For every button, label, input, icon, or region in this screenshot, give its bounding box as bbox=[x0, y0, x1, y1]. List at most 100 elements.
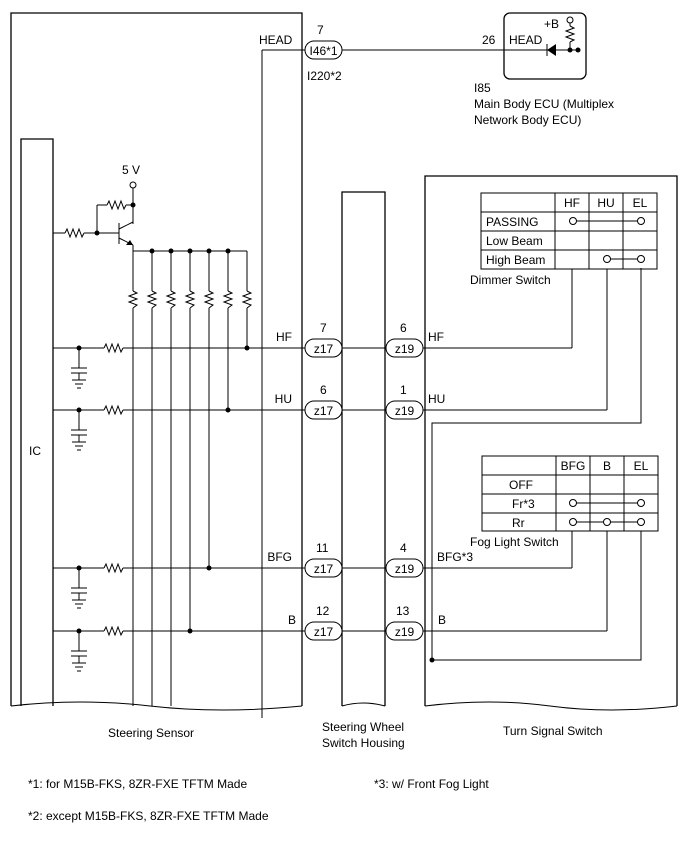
dimmer-col-header: HU bbox=[597, 196, 614, 210]
connector-z17 bbox=[304, 558, 343, 578]
ecu-box bbox=[503, 12, 587, 80]
fog-col-header: EL bbox=[634, 459, 649, 473]
signal-right-label: BFG*3 bbox=[437, 550, 473, 564]
pin-z19: 4 bbox=[400, 541, 407, 555]
signal-left-label: BFG bbox=[267, 550, 292, 564]
ecu-pin-number: 26 bbox=[482, 33, 496, 47]
dimmer-row-label: Low Beam bbox=[486, 234, 543, 248]
input-filter-bfg bbox=[53, 562, 124, 609]
fog-col-header: B bbox=[603, 459, 611, 473]
pin-z17: 11 bbox=[316, 541, 329, 555]
head-connector: I46*1 7 I220*2 bbox=[304, 23, 504, 83]
contact-point bbox=[569, 217, 577, 225]
signal-left-label: HU bbox=[275, 392, 292, 406]
ecu-name-line1: Main Body ECU (Multiplex bbox=[474, 97, 614, 111]
main-body-ecu: HEAD 26 +B I85 Main Body ECU (Multiplex … bbox=[474, 12, 614, 127]
connector-z19-label: z19 bbox=[395, 404, 415, 418]
signal-left-label: HF bbox=[276, 330, 292, 344]
steering-sensor-break-line bbox=[10, 701, 303, 711]
fog-row-label: Rr bbox=[512, 516, 525, 530]
connector-z17 bbox=[304, 621, 343, 641]
pullup-resistor bbox=[165, 248, 177, 706]
signal-row-hf: HF 7 z17 6 z19 HF bbox=[123, 321, 572, 358]
ecu-code: I85 bbox=[474, 81, 491, 95]
supply-5v-terminal bbox=[129, 181, 137, 189]
housing-title-line2: Switch Housing bbox=[322, 736, 405, 750]
ecu-head-label: HEAD bbox=[509, 33, 543, 47]
base-input-resistor bbox=[64, 227, 85, 239]
supply-5v-label: 5 V bbox=[122, 163, 140, 177]
signal-row-bfg: BFG 11 z17 4 z19 BFG*3 bbox=[123, 541, 572, 578]
pullup-resistor bbox=[146, 248, 158, 706]
fog-light-switch-table: BFG B EL OFF Fr*3 Rr Fog Light Switch bbox=[470, 455, 659, 549]
contact-point bbox=[569, 518, 577, 526]
ic-label: IC bbox=[29, 444, 41, 458]
fog-row-label: OFF bbox=[509, 478, 533, 492]
steering-sensor-frame bbox=[10, 12, 303, 706]
head-connector-code: I46*1 bbox=[309, 44, 337, 58]
pin-z17: 6 bbox=[320, 383, 327, 397]
dimmer-row-label: High Beam bbox=[486, 253, 545, 267]
connector-z17 bbox=[304, 400, 343, 420]
fog-light-switch-title: Fog Light Switch bbox=[470, 535, 559, 549]
connector-z17-label: z17 bbox=[314, 404, 334, 418]
connector-z19 bbox=[385, 621, 424, 641]
pullup-resistor bbox=[203, 248, 215, 571]
steering-sensor: Steering Sensor IC HEAD 5 V bbox=[10, 12, 305, 740]
connector-z19-label: z19 bbox=[395, 562, 415, 576]
pullup-resistor bbox=[241, 251, 253, 351]
turn-signal-switch: Turn Signal Switch HF HU EL PASSING Low … bbox=[424, 175, 678, 738]
connector-z19 bbox=[385, 400, 424, 420]
footnotes: *1: for M15B-FKS, 8ZR-FXE TFTM Made *2: … bbox=[28, 777, 489, 823]
connector-z19 bbox=[385, 558, 424, 578]
connector-z19-label: z19 bbox=[395, 342, 415, 356]
fog-col-header: BFG bbox=[561, 459, 586, 473]
input-filter-b bbox=[53, 625, 124, 672]
connector-z19-label: z19 bbox=[395, 625, 415, 639]
contact-point bbox=[569, 499, 577, 507]
connector-z19 bbox=[385, 338, 424, 358]
connector-z17-label: z17 bbox=[314, 625, 334, 639]
pin-z17: 12 bbox=[316, 604, 330, 618]
contact-point bbox=[637, 499, 645, 507]
pullup-resistor bbox=[127, 251, 139, 706]
dimmer-switch-table: HF HU EL PASSING Low Beam High Beam Dimm… bbox=[470, 192, 658, 287]
ecu-supply-terminal bbox=[566, 16, 574, 24]
pin-z19: 13 bbox=[396, 604, 410, 618]
turn-signal-switch-title: Turn Signal Switch bbox=[503, 724, 603, 738]
pullup-resistor bbox=[222, 248, 234, 413]
dimmer-col-header: HF bbox=[564, 196, 580, 210]
signal-right-label: B bbox=[438, 613, 446, 627]
footnote-1: *1: for M15B-FKS, 8ZR-FXE TFTM Made bbox=[28, 777, 247, 791]
signal-left-label: B bbox=[288, 613, 296, 627]
ecu-name-line2: Network Body ECU) bbox=[474, 113, 581, 127]
base-bias-resistor bbox=[106, 199, 127, 211]
contact-point bbox=[603, 518, 611, 526]
diode-icon bbox=[547, 44, 556, 56]
footnote-2: *2: except M15B-FKS, 8ZR-FXE TFTM Made bbox=[28, 809, 269, 823]
pullup-resistor bbox=[184, 248, 196, 634]
housing-frame bbox=[341, 191, 386, 706]
pullup-resistor-ladder bbox=[127, 248, 253, 706]
el-ground-line bbox=[431, 268, 642, 661]
head-wire-label: HEAD bbox=[259, 33, 293, 47]
connector-z17-label: z17 bbox=[314, 562, 334, 576]
signal-row-hu: HU 6 z17 1 z19 HU bbox=[123, 383, 607, 420]
contact-point bbox=[637, 255, 645, 263]
footnote-3: *3: w/ Front Fog Light bbox=[374, 777, 489, 791]
dimmer-col-header: EL bbox=[633, 196, 648, 210]
input-filter-hf bbox=[53, 342, 124, 389]
connector-z17-label: z17 bbox=[314, 342, 334, 356]
signal-row-b: B 12 z17 13 z19 B bbox=[123, 604, 607, 641]
head-alt-connector: I220*2 bbox=[307, 69, 342, 83]
ecu-pullup-resistor bbox=[564, 25, 576, 43]
fog-row-label: Fr*3 bbox=[512, 497, 535, 511]
contact-point bbox=[637, 217, 645, 225]
connector-z17 bbox=[304, 338, 343, 358]
pin-z19: 1 bbox=[400, 383, 407, 397]
input-filter-hu bbox=[53, 404, 124, 451]
head-connector-pin: 7 bbox=[317, 23, 324, 37]
contact-point bbox=[603, 255, 611, 263]
ic-block bbox=[20, 138, 54, 706]
